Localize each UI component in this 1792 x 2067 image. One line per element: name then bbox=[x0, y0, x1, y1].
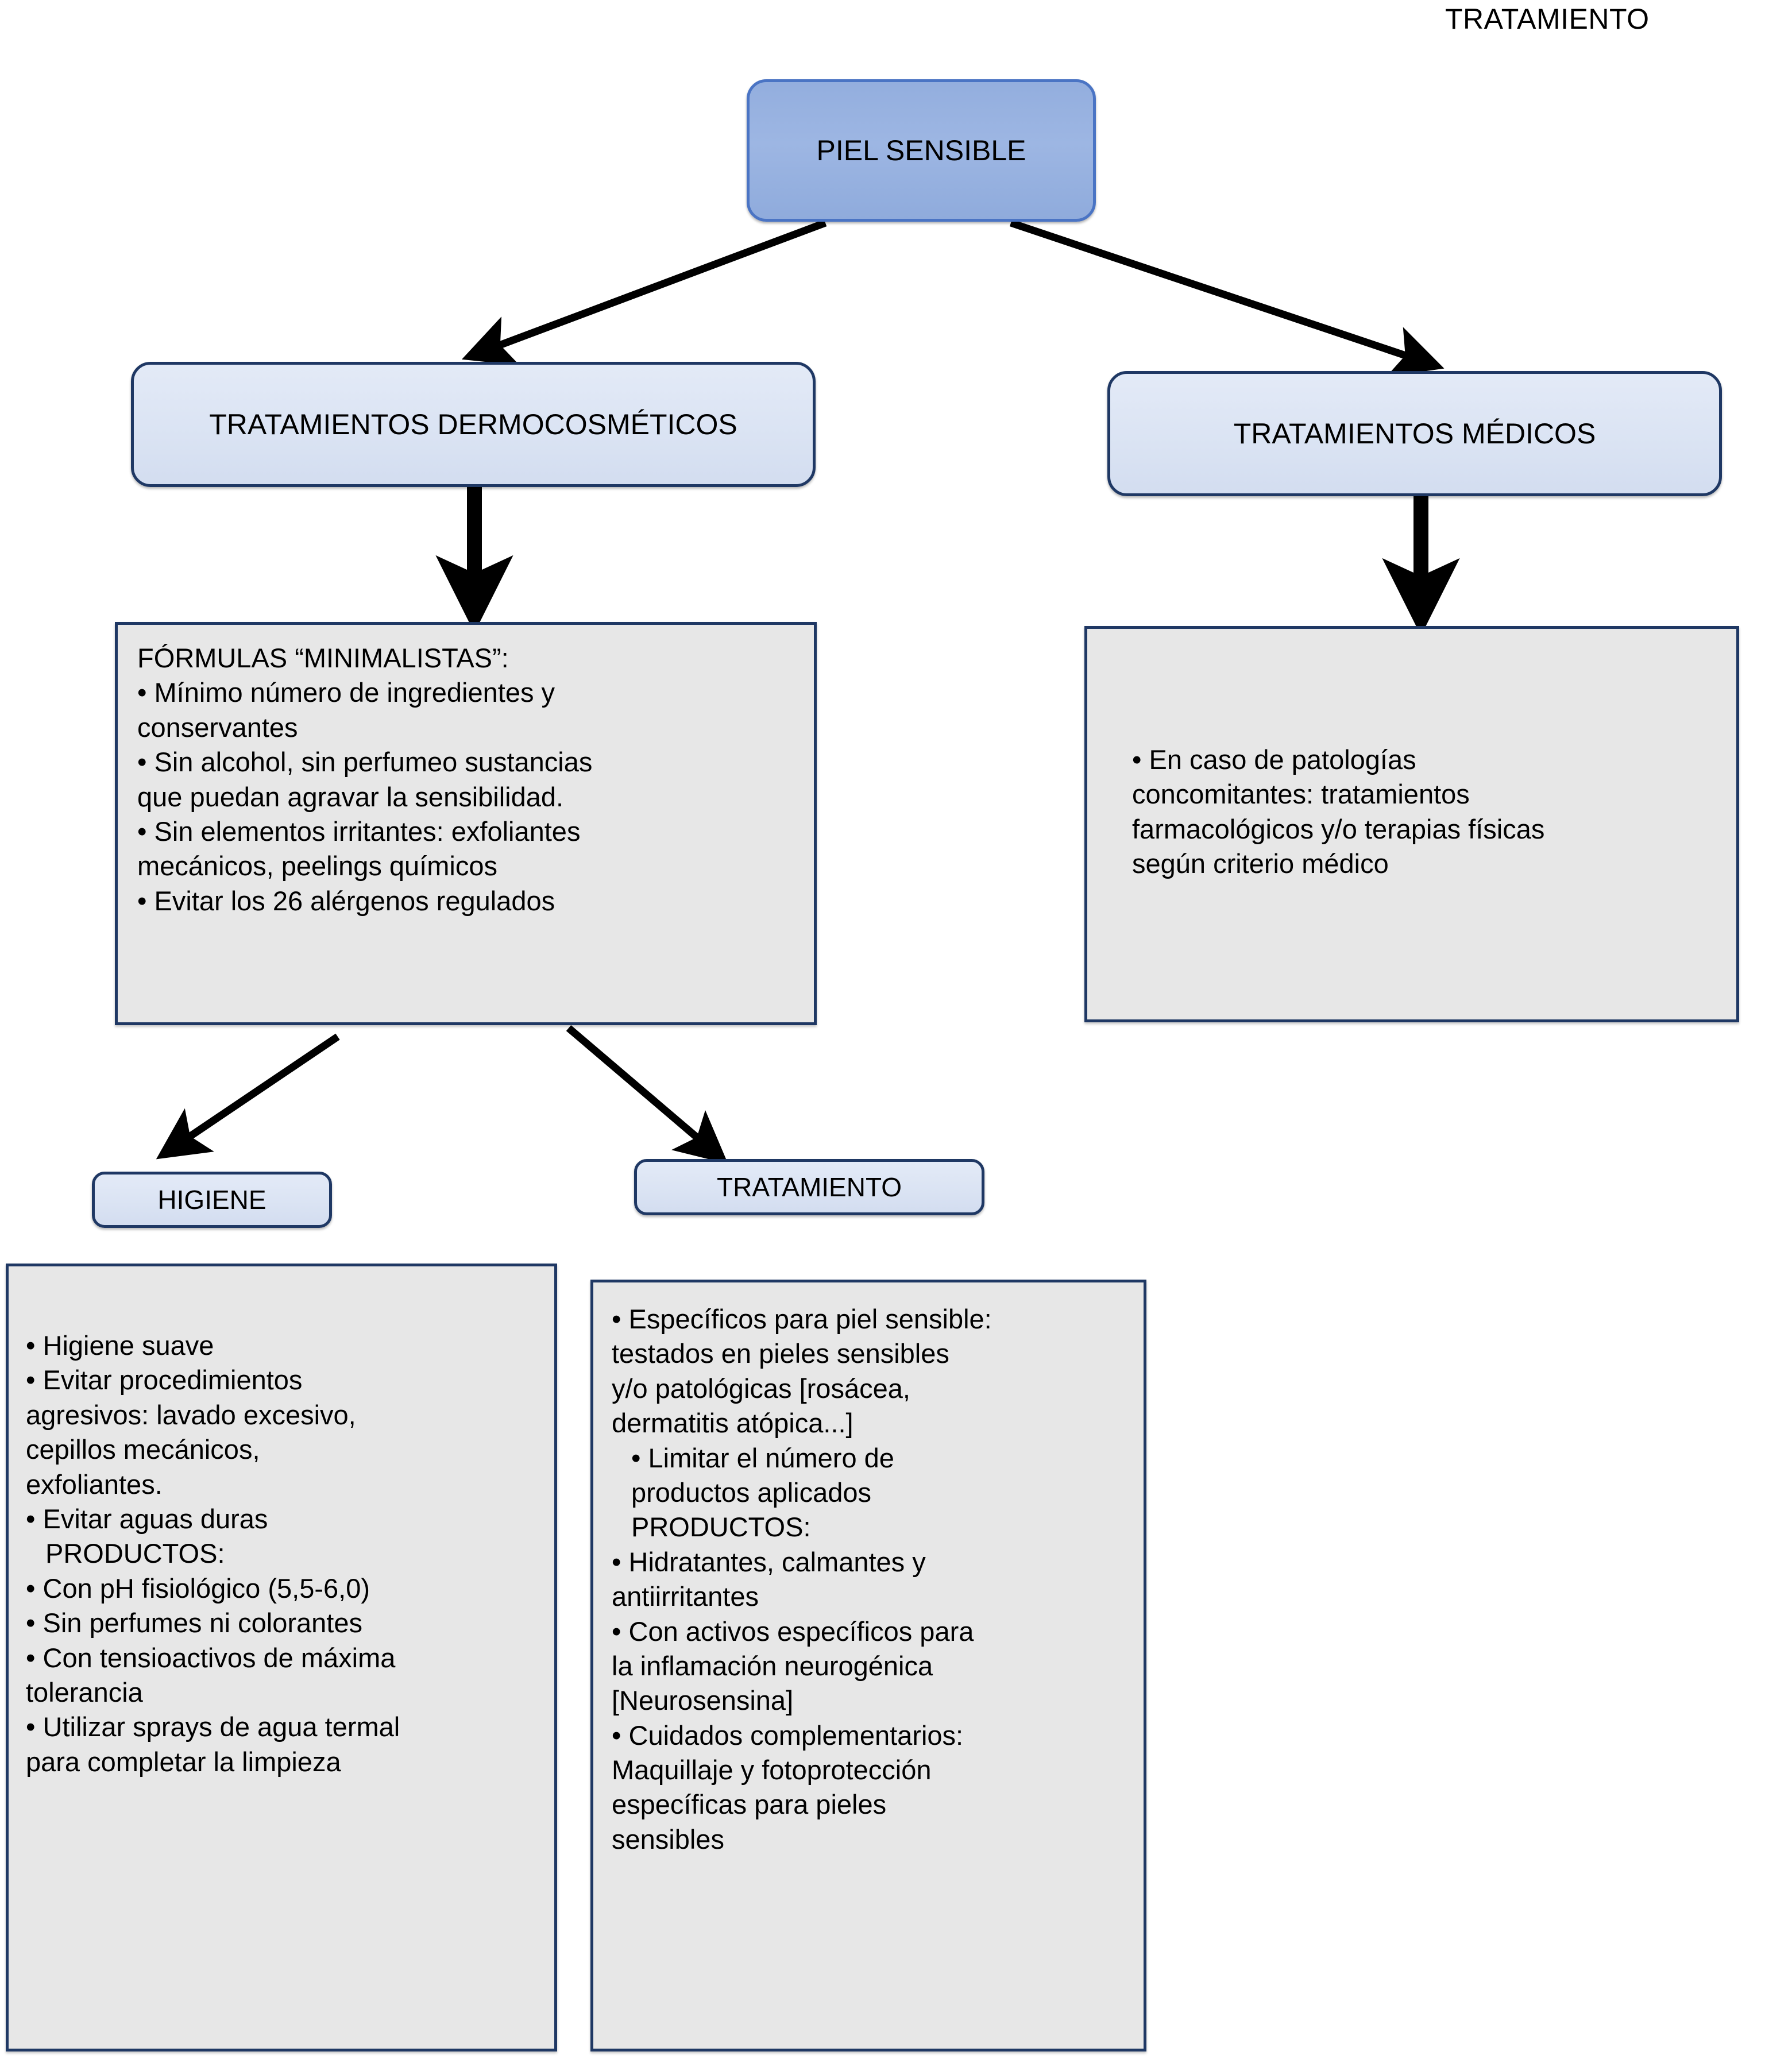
higiene-item: • Evitar procedimientos bbox=[26, 1365, 303, 1396]
higiene-item: para completar la limpieza bbox=[26, 1746, 341, 1777]
higiene-item: exfoliantes. bbox=[26, 1469, 163, 1500]
tratamiento-item: [Neurosensina] bbox=[612, 1685, 794, 1716]
higiene-item: • Con pH fisiológico (5,5-6,0) bbox=[26, 1573, 370, 1604]
node-higiene-label: HIGIENE bbox=[157, 1185, 267, 1215]
formulas-item: • Sin elementos irritantes: exfoliantes bbox=[137, 816, 581, 847]
formulas-item: • Mínimo número de ingredientes y bbox=[137, 677, 555, 708]
formulas-item: conservantes bbox=[137, 712, 298, 743]
node-tratamientos-medicos-label: TRATAMIENTOS MÉDICOS bbox=[1233, 418, 1596, 450]
higiene-item: tolerancia bbox=[26, 1676, 143, 1707]
tratamiento-item: sensibles bbox=[612, 1823, 724, 1854]
box-higiene-content: • Higiene suave • Evitar procedimientos … bbox=[6, 1264, 557, 2051]
higiene-item: • Higiene suave bbox=[26, 1330, 214, 1361]
tratamiento-item: y/o patológicas [rosácea, bbox=[612, 1373, 910, 1404]
medicos-item: según criterio médico bbox=[1132, 848, 1389, 879]
tratamiento-item: • Limitar el número de bbox=[631, 1442, 894, 1473]
node-tratamientos-dermocosmeticos[interactable]: TRATAMIENTOS DERMOCOSMÉTICOS bbox=[131, 362, 816, 487]
tratamiento-item: testados en pieles sensibles bbox=[612, 1338, 949, 1369]
medicos-item: concomitantes: tratamientos bbox=[1132, 779, 1470, 810]
node-piel-sensible-label: PIEL SENSIBLE bbox=[816, 134, 1026, 167]
tratamiento-item: dermatitis atópica...] bbox=[612, 1408, 853, 1439]
node-piel-sensible[interactable]: PIEL SENSIBLE bbox=[747, 79, 1096, 222]
higiene-subtitle-productos: PRODUCTOS: bbox=[45, 1538, 225, 1569]
tratamiento-item: • Con activos específicos para bbox=[612, 1616, 974, 1647]
tratamiento-item: productos aplicados bbox=[631, 1477, 872, 1508]
formulas-item: • Sin alcohol, sin perfumeo sustancias bbox=[137, 747, 593, 778]
box-formulas-minimalistas: FÓRMULAS “MINIMALISTAS”: • Mínimo número… bbox=[115, 622, 817, 1025]
page-title: TRATAMIENTO bbox=[1445, 3, 1650, 35]
box-tratamiento-content: • Específicos para piel sensible: testad… bbox=[590, 1280, 1146, 2051]
tratamiento-item: • Específicos para piel sensible: bbox=[612, 1304, 992, 1334]
higiene-item: • Utilizar sprays de agua termal bbox=[26, 1711, 400, 1743]
higiene-item: agresivos: lavado excesivo, bbox=[26, 1399, 356, 1430]
higiene-item: • Con tensioactivos de máxima bbox=[26, 1642, 396, 1673]
tratamiento-item: Maquillaje y fotoprotección bbox=[612, 1755, 932, 1786]
tratamiento-item: la inflamación neurogénica bbox=[612, 1650, 933, 1681]
formulas-item: que puedan agravar la sensibilidad. bbox=[137, 781, 564, 812]
medicos-item: • En caso de patologías bbox=[1132, 744, 1416, 775]
formulas-item: • Evitar los 26 alérgenos regulados bbox=[137, 885, 555, 916]
tratamiento-item: específicas para pieles bbox=[612, 1789, 887, 1820]
tratamiento-item: • Hidratantes, calmantes y bbox=[612, 1546, 926, 1577]
tratamiento-item: • Cuidados complementarios: bbox=[612, 1720, 964, 1751]
node-tratamiento[interactable]: TRATAMIENTO bbox=[634, 1159, 984, 1215]
node-tratamientos-dermocosmeticos-label: TRATAMIENTOS DERMOCOSMÉTICOS bbox=[209, 408, 737, 441]
higiene-item: • Sin perfumes ni colorantes bbox=[26, 1608, 362, 1639]
node-tratamiento-label: TRATAMIENTO bbox=[717, 1172, 902, 1202]
node-higiene[interactable]: HIGIENE bbox=[92, 1172, 332, 1228]
box-tratamientos-medicos-content: • En caso de patologías concomitantes: t… bbox=[1084, 626, 1739, 1022]
node-tratamientos-medicos[interactable]: TRATAMIENTOS MÉDICOS bbox=[1107, 371, 1722, 496]
tratamiento-item: antiirritantes bbox=[612, 1581, 759, 1612]
formulas-item: mecánicos, peelings químicos bbox=[137, 851, 497, 882]
higiene-item: • Evitar aguas duras bbox=[26, 1503, 268, 1534]
formulas-title: FÓRMULAS “MINIMALISTAS”: bbox=[137, 643, 509, 673]
medicos-item: farmacológicos y/o terapias físicas bbox=[1132, 813, 1545, 844]
tratamiento-subtitle-productos: PRODUCTOS: bbox=[631, 1512, 811, 1543]
higiene-item: cepillos mecánicos, bbox=[26, 1434, 260, 1465]
